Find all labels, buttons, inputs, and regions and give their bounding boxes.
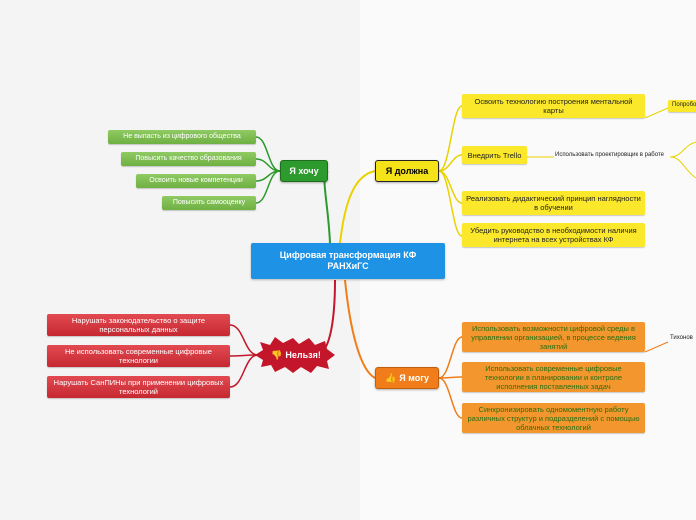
branch-forbidden-shape [255,337,335,373]
thumbs-up-icon: 👍 [385,372,397,383]
must-item-1-detail[interactable]: Попробовать [668,100,696,112]
must-item-1[interactable]: Освоить технологию построения ментальной… [462,94,645,118]
can-item-2[interactable]: Использовать современные цифровые технол… [462,362,645,392]
link-central-can [344,279,376,379]
link-central-must [339,170,376,244]
branch-can-label: Я могу [399,372,429,383]
must-item-2[interactable]: Внедрить Trello [462,146,527,164]
want-item-3[interactable]: Освоить новые компетенции [136,174,256,188]
can-item-1-detail[interactable]: Тихонов [670,335,693,342]
branch-can[interactable]: 👍 Я могу [375,367,439,389]
forbidden-item-3[interactable]: Нарушать СанПИНы при применении цифровых… [47,376,230,398]
can-item-1[interactable]: Использовать возможности цифровой среды … [462,322,645,352]
branch-want[interactable]: Я хочу [280,160,328,182]
central-topic[interactable]: Цифровая трансформация КФ РАНХиГС [251,243,445,279]
forbidden-item-2[interactable]: Не использовать современные цифровые тех… [47,345,230,367]
want-item-1[interactable]: Не выпасть из цифрового общества [108,130,256,144]
must-item-2-detail[interactable]: Использовать проектировщик в работе [555,152,664,159]
must-item-4[interactable]: Убедить руководство в необходимости нали… [462,223,645,247]
branch-must[interactable]: Я должна [375,160,439,182]
forbidden-item-1[interactable]: Нарушать законодательство о защите персо… [47,314,230,336]
branch-forbidden-label: Нельзя! [285,349,321,360]
want-item-2[interactable]: Повысить качество образования [121,152,256,166]
must-item-3[interactable]: Реализовать дидактический принцип нагляд… [462,191,645,215]
can-item-3[interactable]: Синхронизировать одномоментную работу ра… [462,403,645,433]
branch-forbidden[interactable]: 👎 Нельзя! [262,345,330,365]
want-item-4[interactable]: Повысить самооценку [162,196,256,210]
thumbs-down-icon: 👎 [271,349,283,360]
